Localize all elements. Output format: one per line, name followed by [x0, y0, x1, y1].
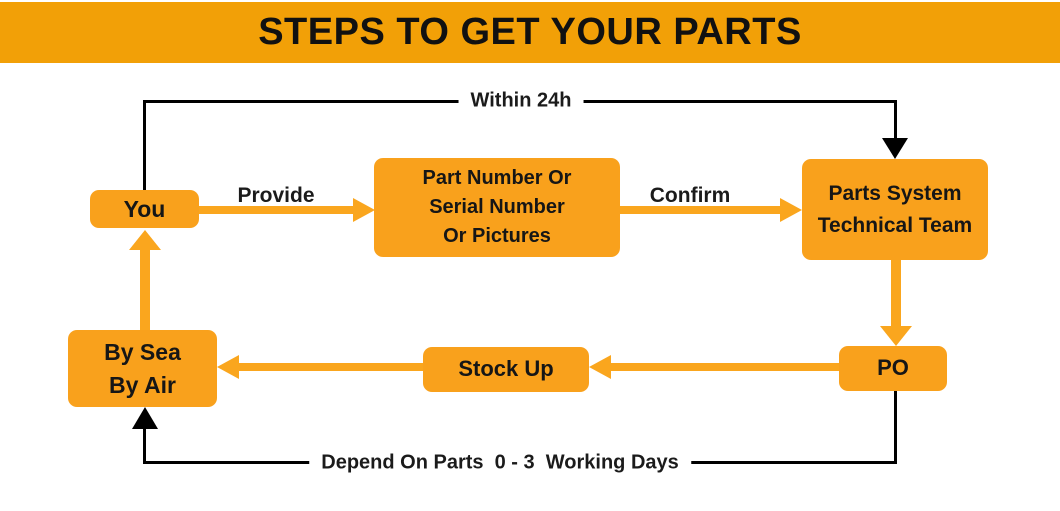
node-technical-team-line: Parts System	[828, 182, 962, 205]
within-24h-line-vertical-left	[143, 100, 146, 190]
confirm-arrow-shaft	[620, 206, 781, 214]
shipping-to-you-arrowhead-icon	[129, 230, 161, 250]
node-stock-up: Stock Up	[423, 347, 589, 392]
node-shipping-line: By Air	[109, 371, 176, 398]
provide-label: Provide	[237, 184, 315, 207]
node-part-info-line: Part Number Or	[422, 167, 572, 189]
node-you-label: You	[123, 195, 166, 222]
depend-label: Depend On Parts 0 - 3 Working Days	[309, 449, 691, 477]
provide-arrowhead-icon	[353, 198, 375, 222]
stock-to-shipping-arrowhead-icon	[217, 355, 239, 379]
po-to-stock-arrowhead-icon	[589, 355, 611, 379]
node-part-info: Part Number Or Serial Number Or Pictures	[374, 158, 620, 257]
depend-line-vertical-left	[143, 428, 146, 464]
stock-to-shipping-arrow-shaft	[239, 363, 423, 371]
page-title: STEPS TO GET YOUR PARTS	[258, 11, 802, 53]
po-to-stock-arrow-shaft	[610, 363, 839, 371]
node-technical-team-line: Technical Team	[817, 213, 973, 237]
node-part-info-line: Serial Number	[429, 196, 565, 218]
node-po-label: PO	[877, 355, 909, 381]
header-banner: STEPS TO GET YOUR PARTS	[0, 2, 1060, 63]
node-po: PO	[839, 346, 947, 391]
node-technical-team: Parts System Technical Team	[802, 159, 988, 260]
confirm-label: Confirm	[649, 184, 731, 207]
team-to-po-arrow-shaft	[891, 260, 901, 327]
within-24h-label: Within 24h	[458, 87, 584, 115]
node-you: You	[90, 190, 199, 228]
shipping-to-you-arrow-shaft	[140, 249, 150, 330]
confirm-arrowhead-icon	[780, 198, 802, 222]
within-24h-arrowhead-down-icon	[882, 138, 908, 159]
provide-arrow-shaft	[199, 206, 354, 214]
team-to-po-arrowhead-icon	[880, 326, 912, 346]
within-24h-line-vertical-right	[894, 100, 897, 140]
depend-line-vertical-right	[894, 391, 897, 464]
node-shipping: By Sea By Air	[68, 330, 217, 407]
node-stock-up-label: Stock Up	[458, 356, 554, 382]
node-part-info-line: Or Pictures	[443, 225, 551, 247]
depend-arrowhead-up-icon	[132, 407, 158, 429]
node-shipping-line: By Sea	[104, 339, 181, 366]
